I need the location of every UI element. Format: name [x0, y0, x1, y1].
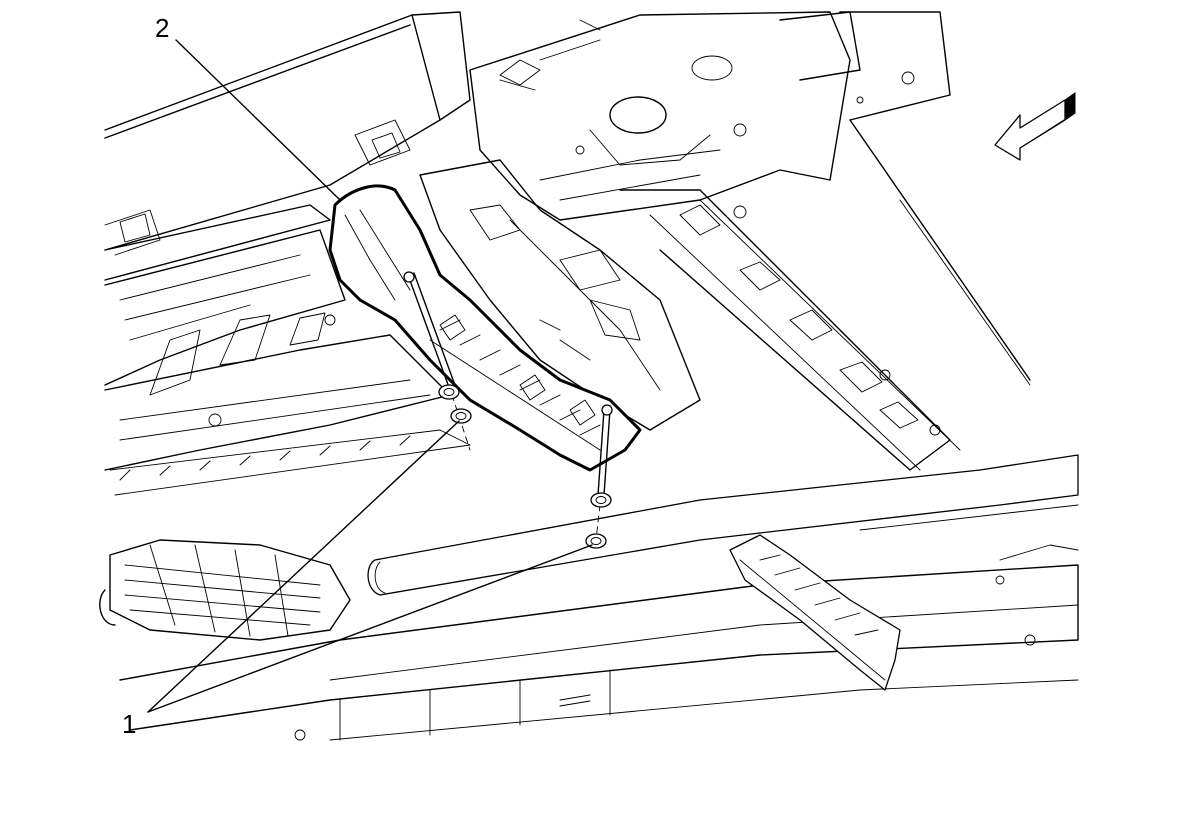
center-tunnel	[419, 159, 701, 431]
rear-crossmember	[469, 11, 861, 221]
right-floor-rail	[619, 11, 1031, 471]
heat-shield	[328, 184, 642, 472]
leader-lines	[147, 39, 593, 713]
fasteners	[403, 271, 613, 549]
floor-panel	[104, 11, 471, 281]
right-heat-shield	[729, 534, 901, 691]
rocker-panel	[119, 504, 1079, 741]
front-direction-arrow-icon	[994, 92, 1076, 161]
muffler	[99, 539, 351, 641]
exhaust-pipe	[367, 454, 1079, 596]
callout-heat-shield: 2	[155, 13, 170, 43]
callout-fasteners: 1	[122, 709, 137, 739]
